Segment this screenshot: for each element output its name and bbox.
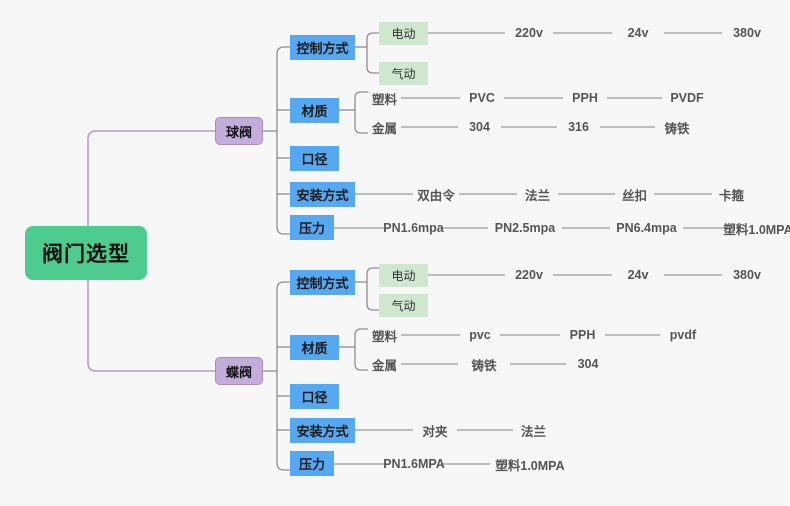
leaf-ball-plastic-pph[interactable]: PPH: [572, 91, 598, 105]
category-ball-control-method[interactable]: 控制方式: [290, 35, 355, 60]
leaf-ball-pressure-plastic-10mpa[interactable]: 塑料1.0MPA: [723, 222, 790, 237]
subcategory-butterfly-control-pneumatic[interactable]: 气动: [379, 294, 428, 317]
leaf-butterfly-install-flange[interactable]: 法兰: [520, 424, 546, 439]
leaf-butterfly-plastic-pvc[interactable]: pvc: [469, 328, 491, 342]
leaf-ball-pressure-pn25[interactable]: PN2.5mpa: [494, 221, 556, 235]
leaf-butterfly-pressure-plastic-10mpa[interactable]: 塑料1.0MPA: [495, 458, 565, 473]
leaf-ball-plastic-pvc[interactable]: PVC: [469, 91, 495, 105]
subcategory-ball-material-plastic[interactable]: 塑料: [371, 92, 397, 107]
leaf-butterfly-metal-304[interactable]: 304: [577, 357, 599, 371]
branch-node-ball-valve[interactable]: 球阀: [215, 117, 263, 145]
leaf-ball-install-flange[interactable]: 法兰: [524, 188, 550, 203]
category-ball-material[interactable]: 材质: [290, 98, 339, 123]
leaf-butterfly-voltage-24v[interactable]: 24v: [627, 268, 649, 282]
subcategory-ball-control-pneumatic[interactable]: 气动: [379, 62, 428, 85]
leaf-butterfly-pressure-pn16[interactable]: PN1.6MPA: [383, 457, 445, 471]
leaf-ball-install-double-union[interactable]: 双由令: [417, 188, 455, 203]
leaf-ball-install-thread[interactable]: 丝扣: [621, 188, 647, 203]
leaf-butterfly-metal-cast-iron[interactable]: 铸铁: [471, 358, 497, 373]
leaf-butterfly-plastic-pph[interactable]: PPH: [569, 328, 596, 342]
leaf-ball-voltage-380v[interactable]: 380v: [733, 26, 761, 40]
subcategory-butterfly-material-plastic[interactable]: 塑料: [371, 329, 397, 344]
leaf-butterfly-voltage-380v[interactable]: 380v: [733, 268, 761, 282]
leaf-ball-voltage-220v[interactable]: 220v: [515, 26, 543, 40]
leaf-butterfly-install-wafer[interactable]: 对夹: [422, 424, 448, 439]
subcategory-ball-material-metal[interactable]: 金属: [371, 121, 397, 136]
category-butterfly-material[interactable]: 材质: [290, 335, 339, 360]
leaf-ball-voltage-24v[interactable]: 24v: [627, 26, 649, 40]
leaf-ball-install-clamp[interactable]: 卡箍: [718, 188, 744, 203]
leaf-ball-pressure-pn64[interactable]: PN6.4mpa: [616, 221, 677, 235]
category-butterfly-caliber[interactable]: 口径: [290, 384, 339, 409]
category-ball-pressure[interactable]: 压力: [290, 215, 334, 240]
leaf-ball-plastic-pvdf[interactable]: PVDF: [670, 91, 704, 105]
category-butterfly-installation[interactable]: 安装方式: [290, 418, 355, 443]
leaf-ball-metal-304[interactable]: 304: [469, 120, 490, 134]
category-ball-caliber[interactable]: 口径: [290, 146, 339, 171]
root-node[interactable]: 阀门选型: [25, 226, 147, 280]
leaf-butterfly-voltage-220v[interactable]: 220v: [515, 268, 543, 282]
leaf-ball-metal-cast-iron[interactable]: 铸铁: [664, 121, 690, 136]
category-butterfly-control-method[interactable]: 控制方式: [290, 270, 355, 295]
subcategory-butterfly-material-metal[interactable]: 金属: [371, 358, 397, 373]
branch-node-butterfly-valve[interactable]: 蝶阀: [215, 357, 263, 385]
leaf-butterfly-plastic-pvdf[interactable]: pvdf: [669, 328, 697, 342]
subcategory-ball-control-electric[interactable]: 电动: [379, 22, 428, 45]
category-butterfly-pressure[interactable]: 压力: [290, 451, 334, 476]
category-ball-installation[interactable]: 安装方式: [290, 182, 355, 207]
leaf-ball-metal-316[interactable]: 316: [568, 120, 589, 134]
leaf-ball-pressure-pn16[interactable]: PN1.6mpa: [383, 221, 444, 235]
subcategory-butterfly-control-electric[interactable]: 电动: [379, 264, 428, 287]
